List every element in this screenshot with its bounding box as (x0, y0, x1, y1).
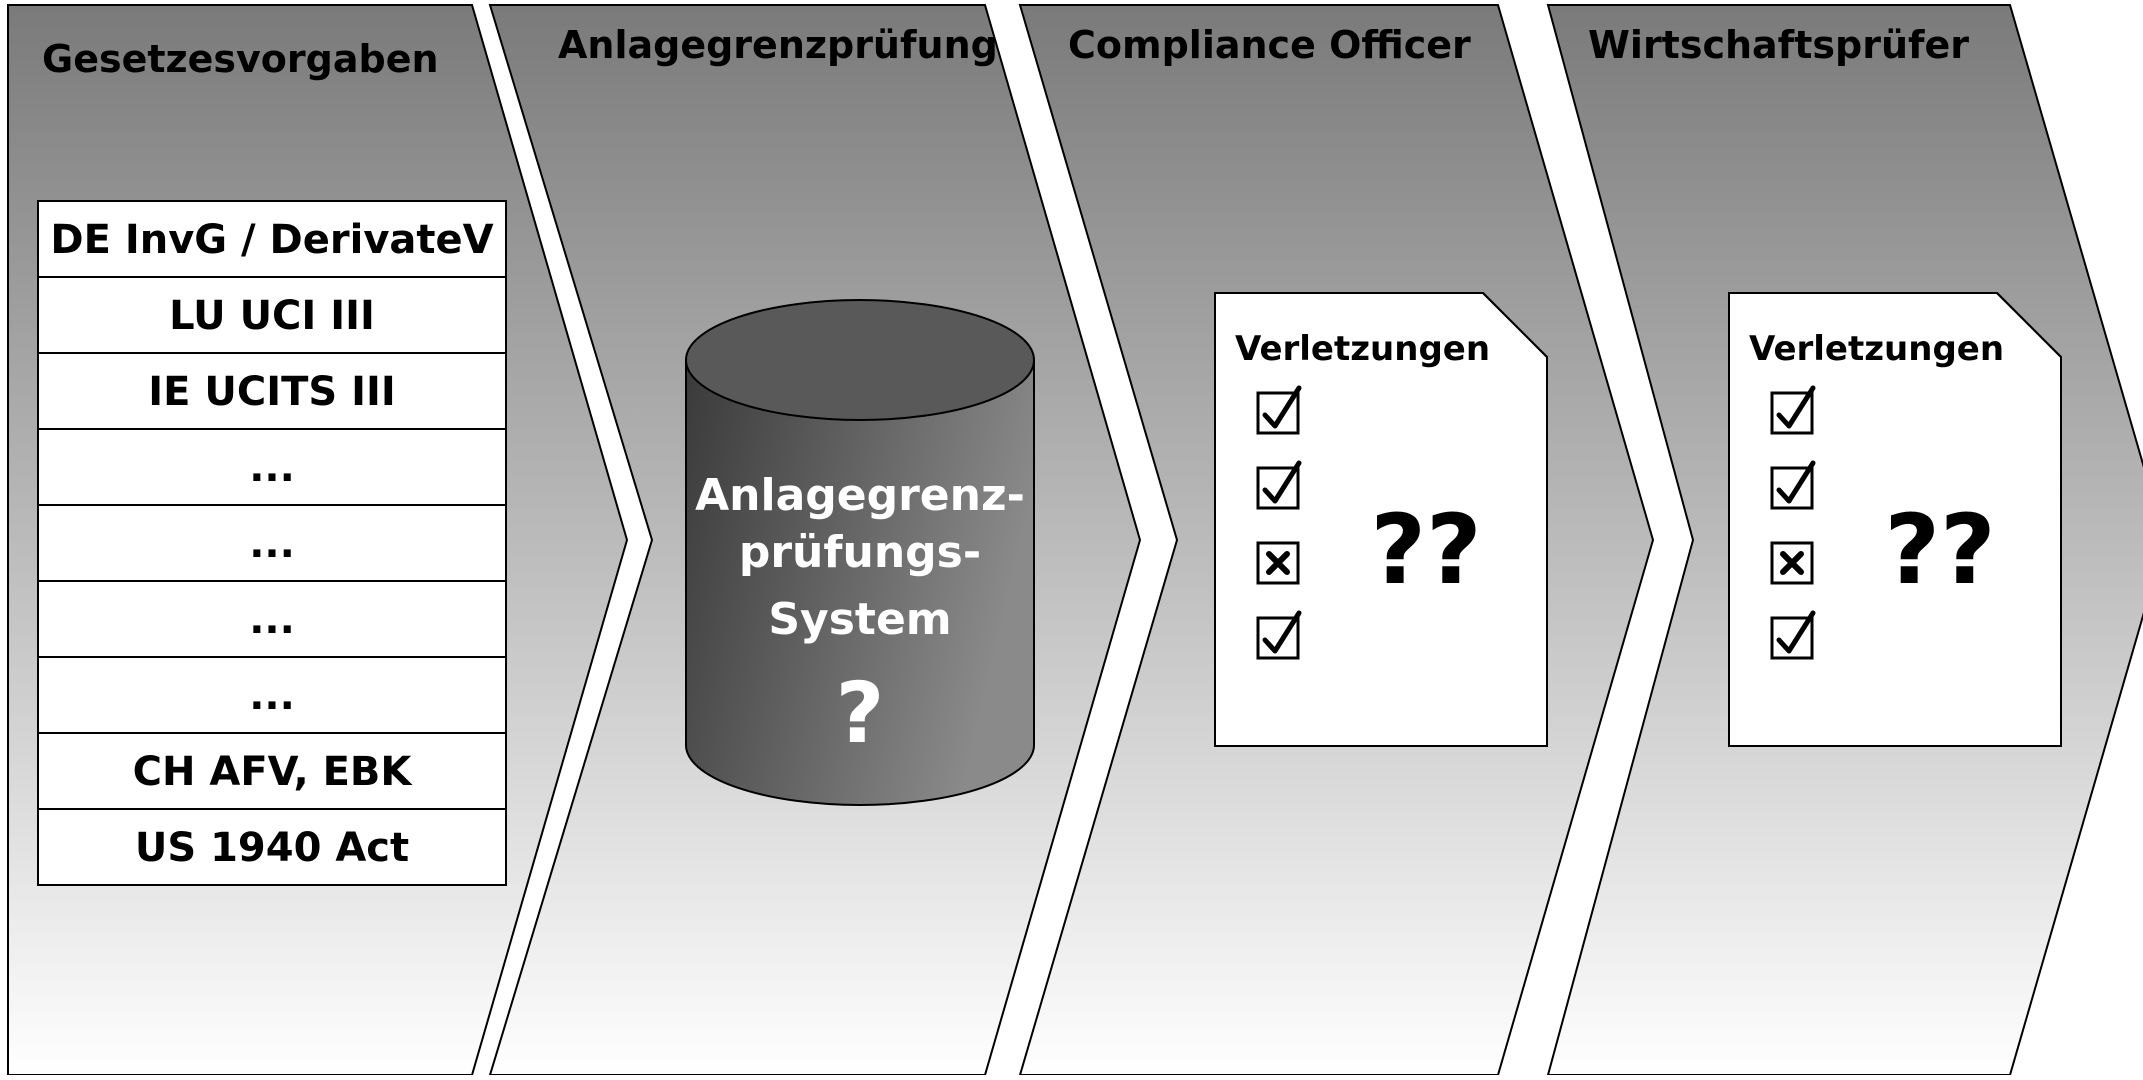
regulation-label: ... (249, 521, 295, 567)
violations-report: Verletzungen?? (1728, 292, 2062, 747)
regulation-row: ... (37, 656, 507, 734)
checked-checkbox-icon (1770, 385, 1816, 435)
stage-title: Compliance Officer (1068, 23, 1471, 67)
checked-checkbox-icon (1770, 460, 1816, 510)
system-cylinder: Anlagegrenz- prüfungs- System ? (685, 299, 1035, 806)
regulation-row: ... (37, 580, 507, 658)
report-title: Verletzungen (1749, 329, 2004, 369)
checked-checkbox-icon (1256, 385, 1302, 435)
regulation-row: US 1940 Act (37, 808, 507, 886)
regulation-cell (37, 808, 507, 886)
regulation-row: LU UCI III (37, 276, 507, 354)
regulations-table: DE InvG / DerivateV LU UCI III IE UCITS II… (37, 200, 507, 886)
system-label-line-1: Anlagegrenz- (695, 470, 1025, 521)
crossed-checkbox-icon (1256, 541, 1300, 585)
crossed-checkbox-icon (1770, 541, 1814, 585)
system-label-line-2: prüfungs- (739, 527, 981, 578)
stage-title: Anlagegrenzprüfung (558, 23, 998, 67)
question-marks: ?? (1884, 494, 1995, 606)
regulation-label: CH AFV, EBK (133, 749, 414, 795)
regulation-cell (37, 276, 507, 354)
regulation-cell (37, 732, 507, 810)
cylinder-top (685, 299, 1035, 421)
system-question-mark: ? (836, 664, 885, 762)
regulation-label: ... (249, 673, 295, 719)
regulation-cell (37, 428, 507, 506)
stage-title: Wirtschaftsprüfer (1588, 23, 1969, 67)
cylinder-body (685, 359, 1035, 806)
question-marks: ?? (1370, 494, 1481, 606)
regulation-row: ... (37, 428, 507, 506)
regulation-label: ... (249, 445, 295, 491)
checked-checkbox-icon (1770, 610, 1816, 660)
reports: Verletzungen??Verletzungen?? (1214, 292, 2062, 747)
regulation-label: IE UCITS III (148, 369, 396, 415)
checked-checkbox-icon (1256, 460, 1302, 510)
violations-report: Verletzungen?? (1214, 292, 1548, 747)
regulation-cell (37, 352, 507, 430)
regulation-row: CH AFV, EBK (37, 732, 507, 810)
document-fold (1996, 292, 2062, 358)
stage-title: Gesetzesvorgaben (42, 37, 439, 81)
regulation-cell (37, 656, 507, 734)
regulation-label: US 1940 Act (135, 825, 409, 871)
regulation-row: IE UCITS III (37, 352, 507, 430)
regulation-label: ... (249, 597, 295, 643)
regulation-cell (37, 200, 507, 278)
document-fold (1482, 292, 1548, 358)
regulation-label: LU UCI III (169, 293, 375, 339)
report-title: Verletzungen (1235, 329, 1490, 369)
regulation-label: DE InvG / DerivateV (50, 217, 493, 263)
regulation-row: DE InvG / DerivateV (37, 200, 507, 278)
regulation-cell (37, 504, 507, 582)
regulation-cell (37, 580, 507, 658)
checked-checkbox-icon (1256, 610, 1302, 660)
system-label-line-3: System (768, 594, 951, 645)
regulation-row: ... (37, 504, 507, 582)
